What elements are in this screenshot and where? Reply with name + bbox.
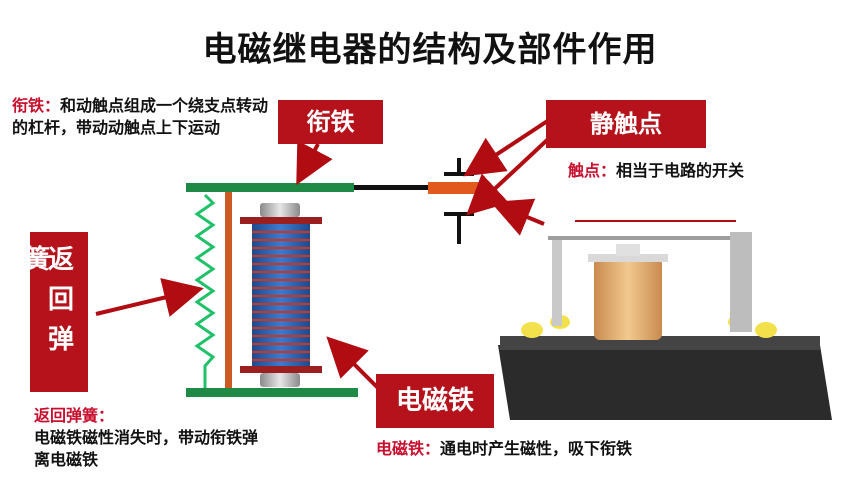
armature-text: 和动触点组成一个绕支点转动的杠杆，带动动触点上下运动 bbox=[12, 96, 269, 137]
spring-term: 返回弹簧： bbox=[34, 406, 115, 425]
pivot-post bbox=[225, 192, 232, 388]
terminal-1 bbox=[521, 322, 543, 338]
return-spring bbox=[194, 193, 216, 388]
contact-text: 相当于电路的开关 bbox=[616, 161, 745, 180]
real-coil-top bbox=[588, 254, 668, 262]
arrow-to-armature bbox=[296, 140, 333, 186]
return-spring-label-cut: 簧 bbox=[30, 245, 51, 275]
spring-description: 返回弹簧： 电磁铁磁性消失时，带动衔铁弹离电磁铁 bbox=[34, 405, 264, 471]
core-top-cap bbox=[260, 203, 300, 217]
arrow-to-electromagnet bbox=[326, 336, 380, 390]
real-lever bbox=[548, 236, 748, 240]
static-contact-bottom-stem bbox=[457, 212, 461, 244]
relay-base bbox=[498, 345, 832, 420]
arrow-to-real-contact bbox=[490, 198, 545, 236]
return-spring-label-text: 返回弹 bbox=[47, 245, 74, 355]
contact-term: 触点： bbox=[568, 161, 617, 180]
page-title: 电磁继电器的结构及部件作用 bbox=[202, 30, 658, 70]
relay-base-top bbox=[500, 336, 820, 350]
coil-windings bbox=[252, 230, 310, 362]
arrow-to-spring bbox=[95, 278, 204, 317]
return-spring-label: 簧 返回弹 bbox=[30, 232, 88, 392]
coil-bottom-flange bbox=[240, 366, 322, 373]
electromagnet-label: 电磁铁 bbox=[376, 374, 494, 428]
static-contact-top-stem bbox=[457, 158, 461, 176]
static-contact-label: 静触点 bbox=[546, 100, 706, 148]
real-coil bbox=[594, 258, 662, 340]
magnet-term: 电磁铁： bbox=[376, 439, 441, 458]
armature-label: 衔铁 bbox=[278, 100, 383, 144]
magnet-description: 电磁铁：通电时产生磁性，吸下衔铁 bbox=[376, 438, 816, 460]
pointer-arrows bbox=[95, 116, 562, 390]
real-right-frame bbox=[730, 232, 752, 332]
base-bar bbox=[186, 388, 358, 397]
arrow-to-bottom-contact bbox=[466, 126, 562, 216]
armature-term: 衔铁： bbox=[12, 96, 61, 115]
armature-description: 衔铁：和动触点组成一个绕支点转动的杠杆，带动动触点上下运动 bbox=[12, 95, 274, 139]
lever-rod bbox=[354, 185, 430, 190]
armature-bar bbox=[186, 183, 354, 192]
magnet-text: 通电时产生磁性，吸下衔铁 bbox=[440, 439, 633, 458]
real-relay bbox=[498, 220, 832, 420]
real-left-post bbox=[552, 236, 562, 326]
real-coil-cap bbox=[616, 244, 640, 256]
moving-contact bbox=[428, 182, 488, 194]
terminal-4 bbox=[755, 322, 777, 338]
schematic-relay bbox=[186, 158, 488, 397]
arrow-to-top-contact bbox=[463, 116, 554, 177]
coil-top-flange bbox=[240, 217, 322, 224]
contact-description: 触点：相当于电路的开关 bbox=[568, 160, 848, 182]
core-bottom-cap bbox=[260, 373, 300, 387]
spring-text: 电磁铁磁性消失时，带动衔铁弹离电磁铁 bbox=[34, 428, 259, 469]
